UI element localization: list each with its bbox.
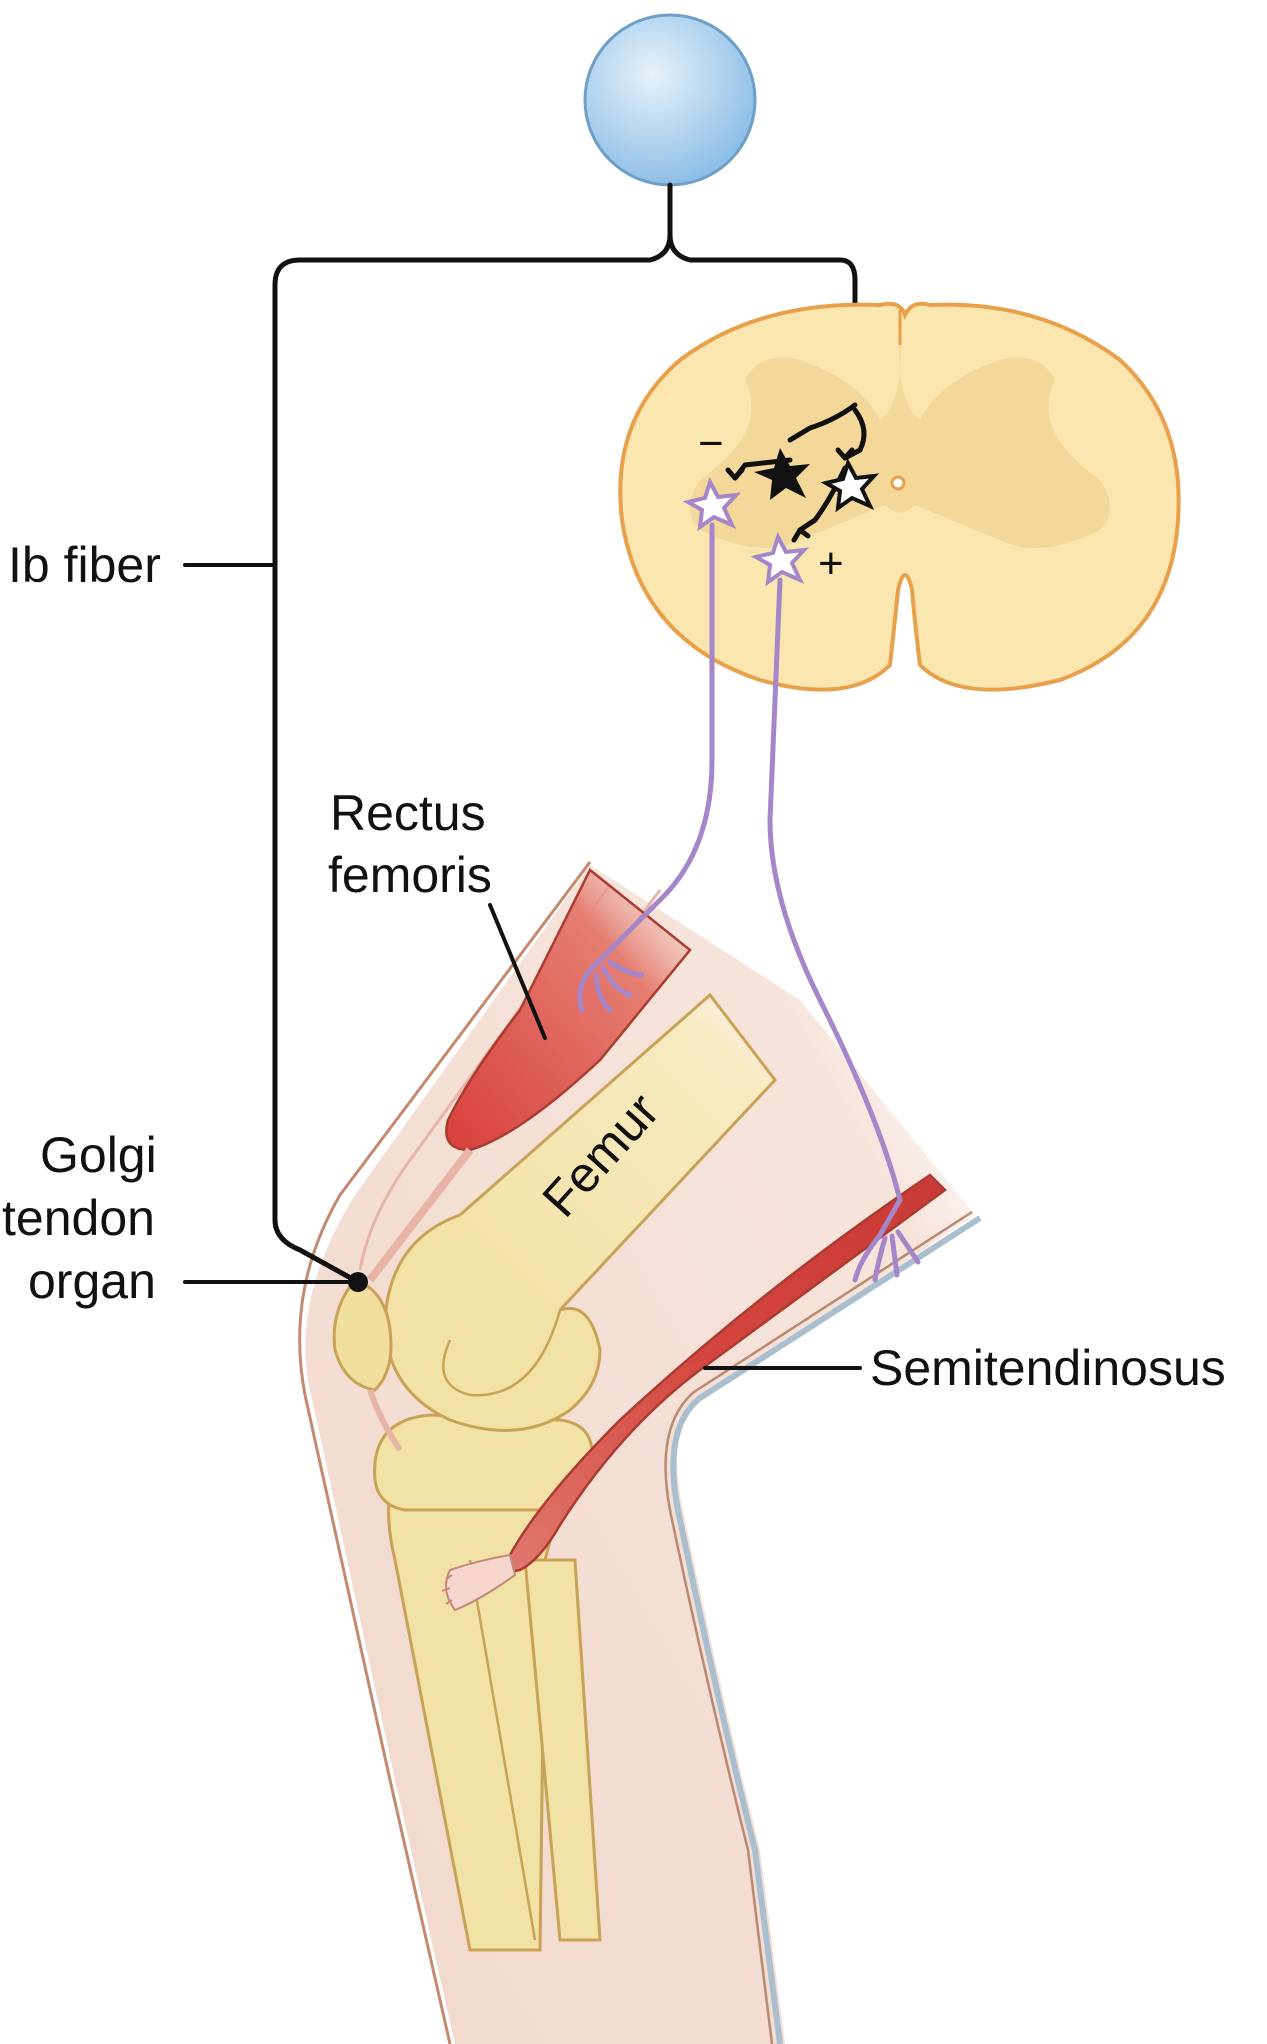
leg-illustration	[298, 861, 982, 2044]
rectus-femoris-label-line1: Rectus	[330, 785, 486, 841]
semitendinosus-muscle	[505, 1173, 947, 1573]
golgi-label-line2: tendon	[2, 1190, 155, 1246]
spinal-cord-cross-section	[618, 301, 1181, 692]
rectus-motor-neuron	[682, 476, 742, 532]
golgi-label-line3: organ	[28, 1253, 156, 1309]
excitatory-sign: +	[818, 539, 844, 588]
rectus-femoris-motor-axon	[587, 522, 715, 973]
motor-axons	[577, 522, 921, 1283]
fibula-bone	[523, 1558, 602, 1942]
spinal-gray-matter	[690, 330, 1110, 548]
semitendinosus-motor-axon	[767, 577, 903, 1238]
semitendinosus-tendon	[445, 1553, 517, 1612]
central-canal	[890, 475, 906, 491]
inhibitory-sign: −	[698, 419, 724, 468]
rectus-femoris-muscle	[445, 868, 692, 1152]
ib-fiber	[272, 182, 673, 1285]
semitendinosus-motor-neuron	[750, 531, 810, 587]
ib-fiber-label: Ib fiber	[8, 537, 161, 593]
leg-front-outline	[298, 861, 592, 2044]
sensory-neuron-cell-body	[583, 13, 757, 187]
golgi-label-line1: Golgi	[40, 1127, 157, 1183]
rectus-femoris-label-line2: femoris	[328, 847, 492, 903]
semitendinosus-label: Semitendinosus	[870, 1340, 1226, 1396]
rectus-femoris-leader	[488, 903, 547, 1040]
femur-condyle	[383, 1213, 602, 1432]
inhibitory-interneuron	[754, 448, 810, 500]
excitatory-interneuron	[820, 457, 880, 513]
patella	[332, 1278, 393, 1392]
leg-back-outline	[670, 1215, 982, 2044]
